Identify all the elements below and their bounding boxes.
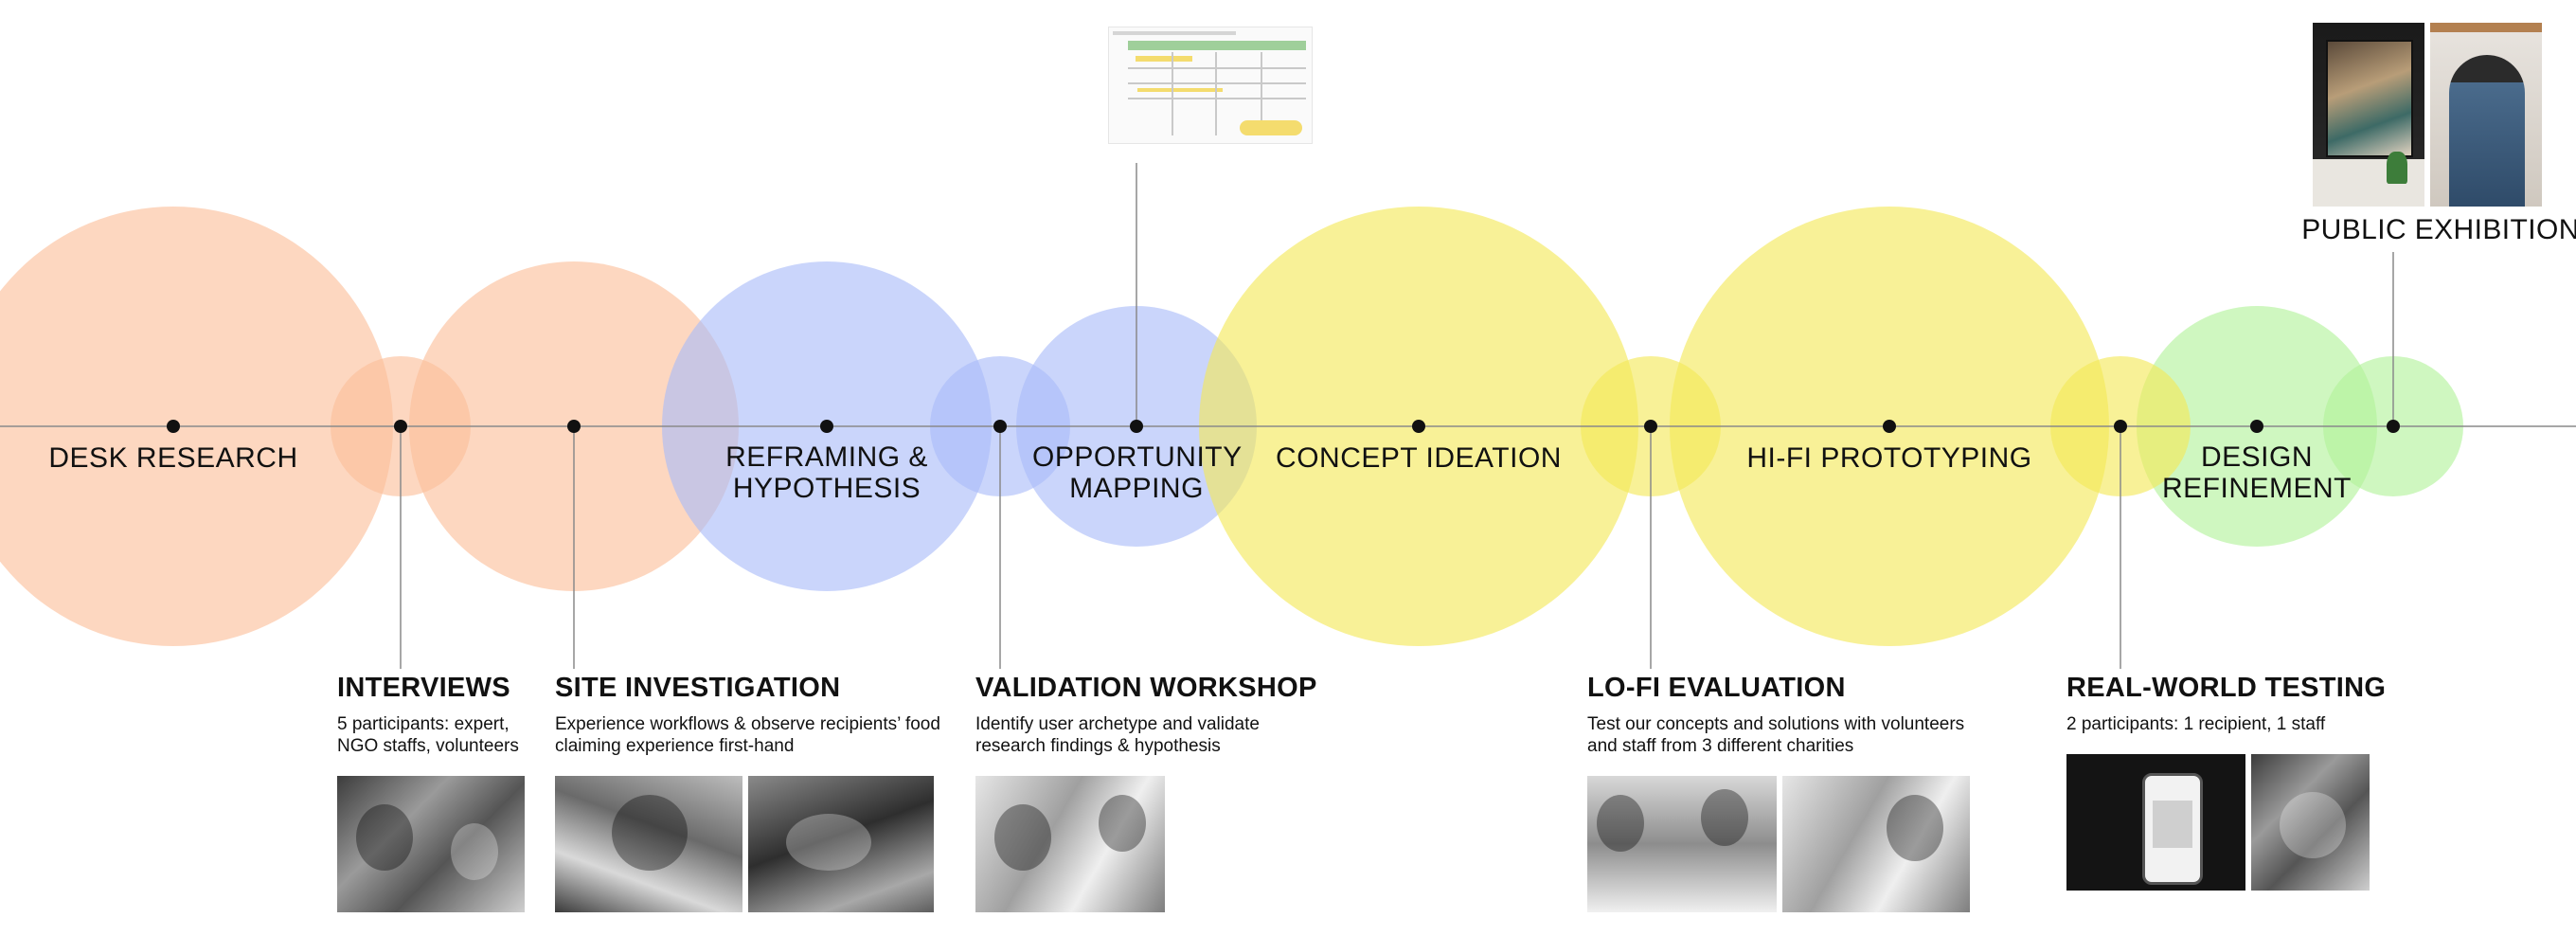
activity-photos bbox=[2066, 754, 2370, 891]
activity-description: 5 participants: expert, NGO staffs, volu… bbox=[337, 714, 519, 756]
phase-dot-desk-research bbox=[167, 420, 180, 433]
testing-phone-photo bbox=[2066, 754, 2245, 891]
activity-title: LO-FI EVALUATION bbox=[1587, 673, 1846, 703]
lofi-photo-2 bbox=[1782, 776, 1970, 912]
exhibition-photo-poster bbox=[2313, 23, 2424, 207]
testing-photo bbox=[2250, 754, 2370, 891]
exhibition-dot bbox=[2387, 420, 2400, 433]
phase-dot-design-refinement bbox=[2250, 420, 2263, 433]
activity-site-investigation: SITE INVESTIGATION Experience workflows … bbox=[555, 673, 953, 912]
activity-title: VALIDATION WORKSHOP bbox=[975, 673, 1317, 703]
activity-photos bbox=[555, 776, 953, 912]
activity-interviews: INTERVIEWS 5 participants: expert, NGO s… bbox=[337, 673, 536, 912]
activity-dot-validation-workshop bbox=[993, 420, 1007, 433]
activity-description: Test our concepts and solutions with vol… bbox=[1587, 714, 1965, 756]
activity-description: 2 participants: 1 recipient, 1 staff bbox=[2066, 714, 2326, 734]
workshop-photo bbox=[975, 776, 1165, 912]
activity-photos bbox=[337, 776, 536, 912]
phase-label-hifi-prototyping: HI-FI PROTOTYPING bbox=[1746, 442, 2032, 474]
exhibition-label: PUBLIC EXHIBITION bbox=[2301, 214, 2576, 245]
phase-label-desk-research: DESK RESEARCH bbox=[48, 442, 298, 474]
phase-dot-opportunity-mapping bbox=[1130, 420, 1143, 433]
activity-title: SITE INVESTIGATION bbox=[555, 673, 841, 703]
activity-validation-workshop: VALIDATION WORKSHOP Identify user archet… bbox=[975, 673, 1316, 912]
exhibition-photo-visitor bbox=[2430, 23, 2542, 207]
opportunity-map-thumbnail bbox=[1108, 27, 1313, 144]
activity-title: INTERVIEWS bbox=[337, 673, 510, 703]
phase-dot-hifi-prototyping bbox=[1883, 420, 1896, 433]
activity-description: Experience workflows & observe recipient… bbox=[555, 714, 940, 756]
phase-dot-concept-ideation bbox=[1412, 420, 1425, 433]
activity-description: Identify user archetype and validate res… bbox=[975, 714, 1260, 756]
activity-real-world-testing: REAL-WORLD TESTING 2 participants: 1 rec… bbox=[2066, 673, 2387, 891]
activity-photos bbox=[975, 776, 1316, 912]
interview-photo bbox=[337, 776, 525, 912]
activity-dot-interviews bbox=[394, 420, 407, 433]
exhibition-photos bbox=[2313, 23, 2542, 207]
activity-dot-site-investigation bbox=[567, 420, 581, 433]
site-photo-2 bbox=[748, 776, 934, 912]
activity-lofi-evaluation: LO-FI EVALUATION Test our concepts and s… bbox=[1587, 673, 1985, 912]
phase-label-design-refinement: DESIGN REFINEMENT bbox=[2162, 441, 2352, 504]
phase-label-concept-ideation: CONCEPT IDEATION bbox=[1276, 442, 1562, 474]
site-photo-1 bbox=[555, 776, 742, 912]
lofi-photo-1 bbox=[1587, 776, 1777, 912]
phase-label-opportunity-mapping: OPPORTUNITY MAPPING bbox=[1032, 441, 1243, 504]
phase-dot-reframing bbox=[820, 420, 833, 433]
activity-dot-real-world-testing bbox=[2114, 420, 2127, 433]
phase-label-reframing: REFRAMING & HYPOTHESIS bbox=[725, 441, 928, 504]
activity-dot-lofi-evaluation bbox=[1644, 420, 1657, 433]
phone-mockup bbox=[2142, 773, 2203, 885]
activity-photos bbox=[1587, 776, 1985, 912]
activity-title: REAL-WORLD TESTING bbox=[2066, 673, 2387, 703]
